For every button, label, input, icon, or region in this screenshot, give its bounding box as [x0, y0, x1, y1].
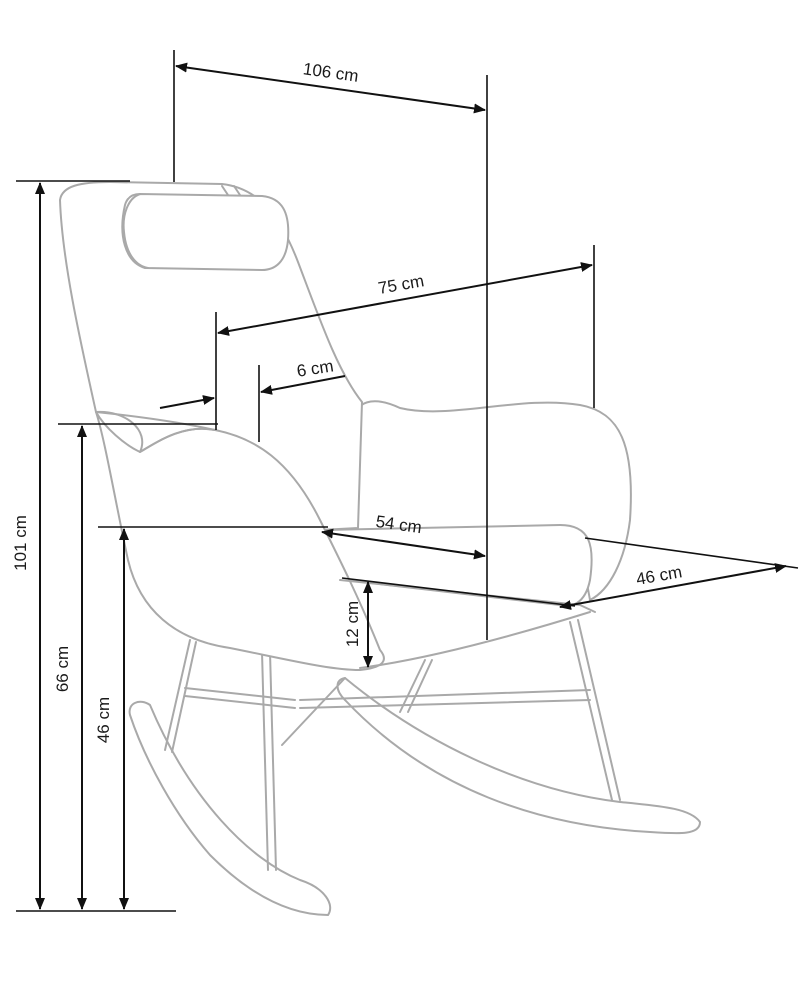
dim-line-6-inner — [260, 375, 346, 395]
label-total-width: 106 cm — [302, 59, 360, 86]
diagonal-brace — [281, 677, 346, 746]
dim-line-total-width — [175, 62, 486, 114]
pillow-end — [122, 193, 149, 269]
right-rocker — [336, 677, 701, 835]
rear-crossbar — [299, 689, 591, 709]
dim-line-6-outer — [159, 395, 215, 409]
front-right-leg — [569, 619, 621, 801]
label-seat-thickness: 12 cm — [343, 601, 362, 647]
ext-46-depth-top — [584, 537, 799, 569]
label-armrest-height: 66 cm — [53, 646, 72, 692]
dim-line-armrest-width — [217, 262, 593, 336]
front-left-leg — [261, 651, 277, 871]
ext-46-depth-bottom — [341, 577, 576, 607]
dim-line-seat-width — [321, 528, 486, 560]
label-total-height: 101 cm — [11, 515, 30, 571]
left-armrest-top — [95, 410, 216, 453]
dimension-lines — [16, 50, 799, 912]
headrest-pillow — [121, 193, 290, 271]
pillow-strap — [221, 185, 241, 196]
label-armrest-width: 75 cm — [377, 271, 426, 298]
dim-line-seat-depth — [559, 563, 787, 610]
left-rocker — [128, 700, 332, 916]
right-armrest — [354, 400, 632, 601]
rocking-chair — [59, 181, 701, 916]
label-seat-height: 46 cm — [94, 697, 113, 743]
seat-cushion — [324, 524, 593, 607]
back-right-leg — [399, 659, 433, 713]
side-crossbar — [184, 687, 296, 709]
back-left-leg — [164, 639, 197, 753]
